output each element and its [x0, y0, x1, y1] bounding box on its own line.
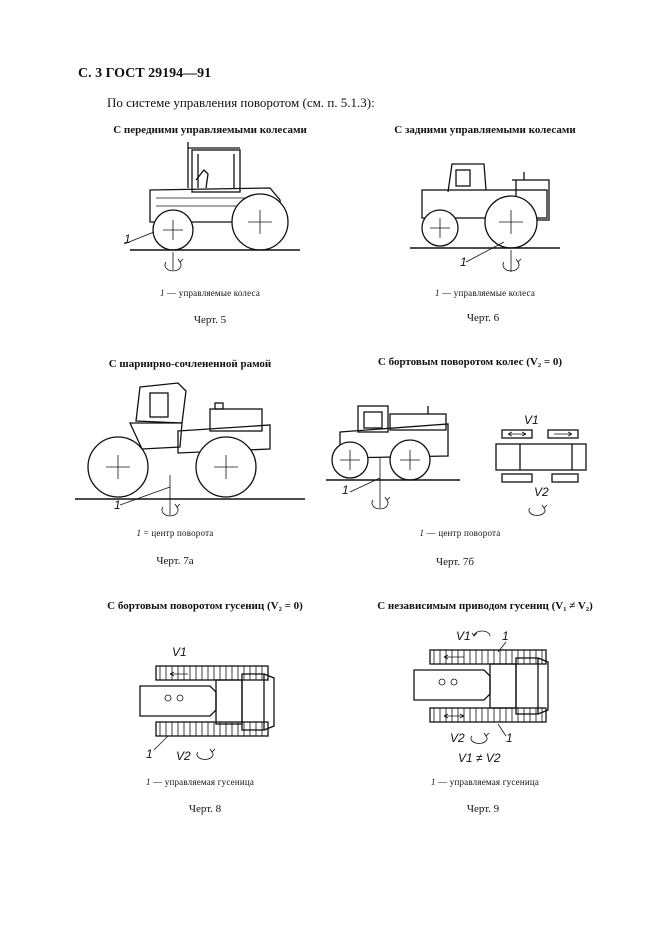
figure-9-callout-top: 1 — [502, 629, 509, 643]
figure-7a-callout: 1 — [114, 498, 121, 512]
figure-9-number: Черт. 9 — [466, 803, 500, 815]
figure-9-title: С независимым приводом гусениц (V₁ ≠ V₂) — [377, 600, 593, 612]
figure-9-v-neq: V1 ≠ V2 — [458, 751, 501, 765]
figure-8-caption: 1 — управляемая гусеница — [145, 777, 255, 787]
figure-5-drawing: 1 — [123, 142, 300, 272]
figure-8-v2: V2 — [176, 749, 191, 763]
figure-7b-number: Черт. 7б — [436, 556, 474, 568]
figure-6-drawing: 1 — [410, 163, 560, 272]
figure-9-drawing: V1 1 V2 1 V1 ≠ V2 — [413, 629, 549, 765]
figure-5-title: С передними управляемыми колесами — [113, 124, 307, 136]
figure-8-number: Черт. 8 — [188, 803, 222, 815]
figure-7b-callout: 1 — [342, 483, 349, 497]
figure-9-v1: V1 — [456, 629, 471, 643]
page-header: С. 3 ГОСТ 29194—91 — [78, 66, 212, 81]
figure-8-v1: V1 — [172, 645, 187, 659]
figure-7b-v1: V1 — [524, 413, 539, 427]
figure-5-number: Черт. 5 — [193, 314, 227, 326]
figure-7b-drawing: 1 V1 V2 — [326, 405, 587, 516]
figure-7a-title: С шарнирно-сочлененной рамой — [108, 358, 272, 370]
figure-6-title: С задними управляемыми колесами — [394, 124, 576, 136]
figure-7a-drawing: 1 — [75, 382, 305, 517]
figure-7b-v2: V2 — [534, 485, 549, 499]
figure-7b-caption: 1 — центр поворота — [419, 528, 501, 538]
figure-6-number: Черт. 6 — [466, 312, 500, 324]
figure-7b-title: С бортовым поворотом колес (V₂ = 0) — [377, 356, 563, 368]
figure-7a-caption: 1 = центр поворота — [136, 528, 214, 538]
figure-7a-number: Черт. 7а — [156, 555, 194, 567]
figure-6-callout: 1 — [460, 255, 467, 269]
figure-8-title: С бортовым поворотом гусениц (V₂ = 0) — [107, 600, 303, 612]
figure-5-callout: 1 — [124, 232, 131, 246]
figure-9-v2: V2 — [450, 731, 465, 745]
figure-6-caption: 1 — управляемые колеса — [434, 288, 536, 298]
intro-text: По системе управления поворотом (см. п. … — [107, 95, 375, 110]
figure-8-callout: 1 — [146, 747, 153, 761]
figure-8-drawing: V1 1 V2 — [139, 645, 275, 763]
figure-9-callout-bottom: 1 — [506, 731, 513, 745]
figure-9-caption: 1 — управляемая гусеница — [430, 777, 540, 787]
figure-5-caption: 1 — управляемые колеса — [159, 288, 261, 298]
